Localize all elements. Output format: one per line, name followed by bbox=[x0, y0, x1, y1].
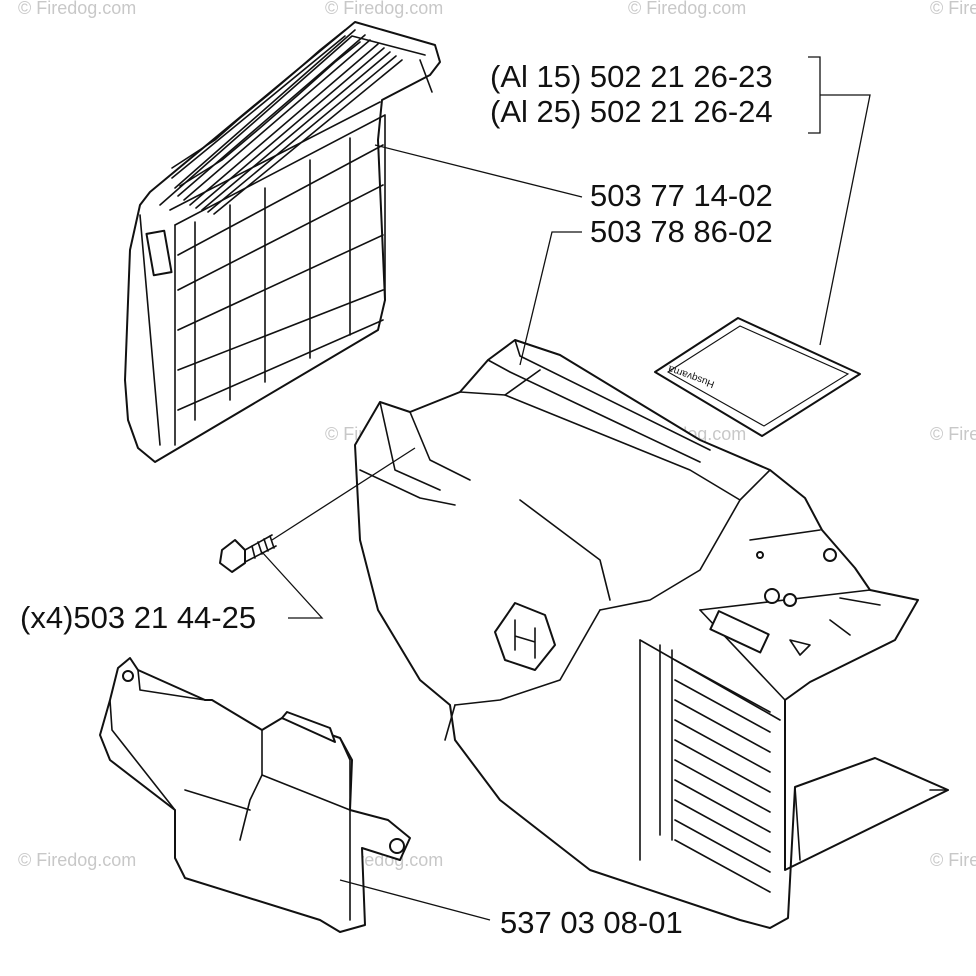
watermark: © Firedog.com bbox=[628, 0, 746, 18]
sticker-part: Husqvarna bbox=[654, 317, 861, 437]
labels-layer: (Al 15) 502 21 26-23 (Al 25) 502 21 26-2… bbox=[20, 59, 773, 940]
watermark: © Firedog.com bbox=[930, 424, 976, 444]
watermark: © Firedog.com bbox=[18, 850, 136, 870]
sticker-al15-label: (Al 15) 502 21 26-23 bbox=[490, 59, 773, 94]
watermark: © Firedog.com bbox=[930, 0, 976, 18]
air-filter-part bbox=[124, 21, 441, 463]
cylinder-cover-part bbox=[354, 339, 949, 929]
watermark: © Firedog.com bbox=[930, 850, 976, 870]
h-logo-icon bbox=[494, 602, 556, 671]
cylinder-cover-label: 503 78 86-02 bbox=[590, 214, 773, 249]
sticker-al25-label: (Al 25) 502 21 26-24 bbox=[490, 94, 773, 129]
watermark: © Firedog.com bbox=[18, 0, 136, 18]
lower-cover-part bbox=[99, 657, 411, 933]
air-filter-label: 503 77 14-02 bbox=[590, 178, 773, 213]
leader-lines bbox=[261, 56, 871, 921]
lower-cover-label: 537 03 08-01 bbox=[500, 905, 683, 940]
screw-part bbox=[219, 534, 277, 573]
screw-label: (x4)503 21 44-25 bbox=[20, 600, 256, 635]
watermark: © Firedog.com bbox=[325, 0, 443, 18]
